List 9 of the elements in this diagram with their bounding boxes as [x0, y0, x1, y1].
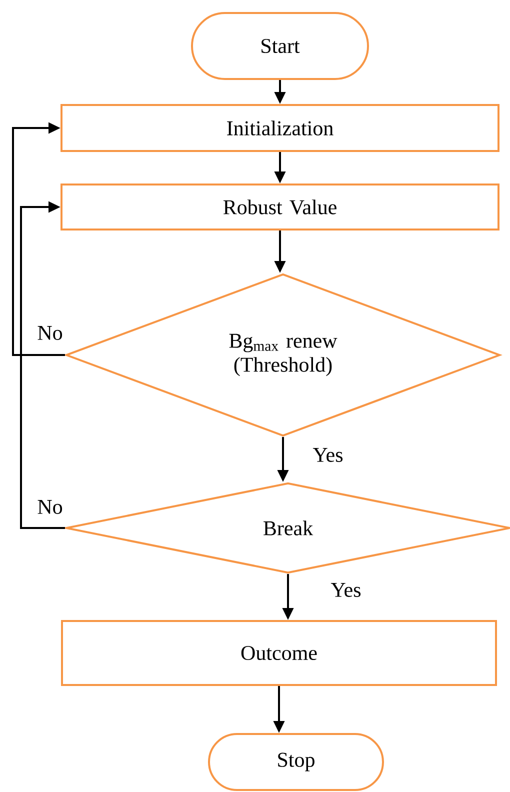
arrow [20, 201, 65, 529]
process-box: Outcome [61, 620, 497, 686]
edge-label: Yes [330, 582, 362, 598]
edge-label: No [36, 325, 64, 341]
edge-label: Yes [312, 447, 344, 463]
edge-label: No [36, 499, 64, 515]
process-box: Robust Value [60, 184, 500, 230]
process-box: Initialization [60, 104, 500, 152]
arrow [12, 122, 65, 356]
